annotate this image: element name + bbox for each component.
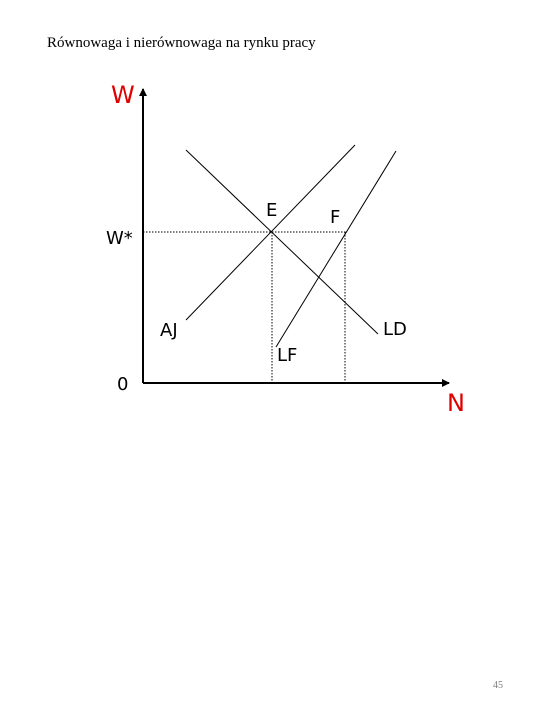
labor-force-curve-lf [275,150,397,348]
supply-curve-aj [185,144,356,321]
equilibrium-wage-label: W* [106,228,133,249]
supply-curve-label: AJ [160,320,178,341]
demand-curve-ld [185,149,379,335]
demand-curve-label: LD [383,319,407,340]
x-axis-label: N [447,389,465,417]
labor-force-curve-label: LF [277,345,297,366]
y-axis-label: W [111,81,135,109]
origin-label: 0 [117,374,128,395]
equilibrium-point-label: E [266,200,277,221]
page-number: 45 [493,680,503,691]
page-title: Równowaga i nierównowaga na rynku pracy [47,35,316,51]
labor-force-point-label: F [330,207,340,228]
